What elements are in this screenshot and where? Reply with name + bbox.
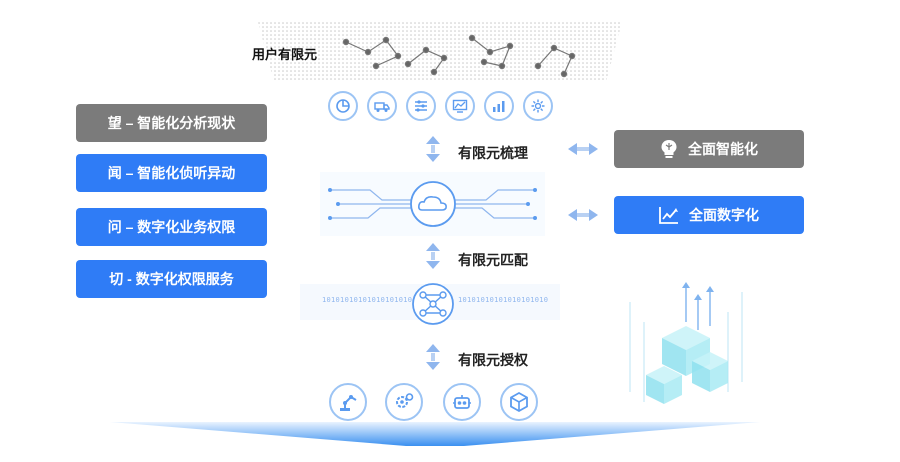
binary-text-right: 10101010101010101010 bbox=[458, 296, 549, 304]
growth-chart-icon bbox=[659, 207, 678, 224]
right-button-intelligent-label: 全面智能化 bbox=[688, 141, 758, 157]
user-element-label: 用户有限元 bbox=[252, 47, 318, 62]
cube-icon bbox=[500, 383, 538, 421]
left-button-diagnose[interactable]: 切 - 数字化权限服务 bbox=[76, 260, 267, 298]
data-cubes-graphic bbox=[629, 282, 743, 404]
user-element-band bbox=[258, 22, 622, 82]
left-button-observe[interactable]: 望 – 智能化分析现状 bbox=[76, 104, 267, 142]
truck-icon bbox=[367, 91, 397, 121]
right-button-intelligent[interactable]: 全面智能化 bbox=[614, 130, 804, 168]
pie-chart-icon bbox=[328, 91, 358, 121]
binary-text-left: 10101010101010101010 bbox=[322, 296, 413, 304]
cloud-circuit-graphic bbox=[320, 172, 545, 236]
robot-head-icon bbox=[443, 383, 481, 421]
brain-bulb-icon bbox=[661, 140, 677, 158]
step-sorting-label: 有限元梳理 bbox=[458, 145, 528, 161]
platform-base bbox=[110, 422, 760, 446]
gear-icon bbox=[523, 91, 553, 121]
gears-icon bbox=[385, 383, 423, 421]
right-button-digital-label: 全面数字化 bbox=[689, 207, 759, 223]
double-arrow-horizontal-icon bbox=[568, 209, 598, 221]
right-button-digital[interactable]: 全面数字化 bbox=[614, 196, 804, 234]
bar-chart-icon bbox=[484, 91, 514, 121]
flow-icon bbox=[406, 91, 436, 121]
double-arrow-horizontal-icon bbox=[568, 143, 598, 155]
left-button-listen[interactable]: 闻 – 智能化侦听异动 bbox=[76, 154, 267, 192]
double-arrow-vertical-icon bbox=[426, 136, 440, 162]
dashboard-icon bbox=[445, 91, 475, 121]
network-match-icon bbox=[412, 283, 454, 325]
network-nodes bbox=[342, 34, 576, 78]
double-arrow-vertical-icon bbox=[426, 344, 440, 370]
step-authorize-label: 有限元授权 bbox=[458, 352, 528, 368]
robot-arm-icon bbox=[329, 383, 367, 421]
double-arrow-vertical-icon bbox=[426, 243, 440, 269]
step-matching-label: 有限元匹配 bbox=[458, 252, 528, 268]
left-button-ask[interactable]: 问 – 数字化业务权限 bbox=[76, 208, 267, 246]
